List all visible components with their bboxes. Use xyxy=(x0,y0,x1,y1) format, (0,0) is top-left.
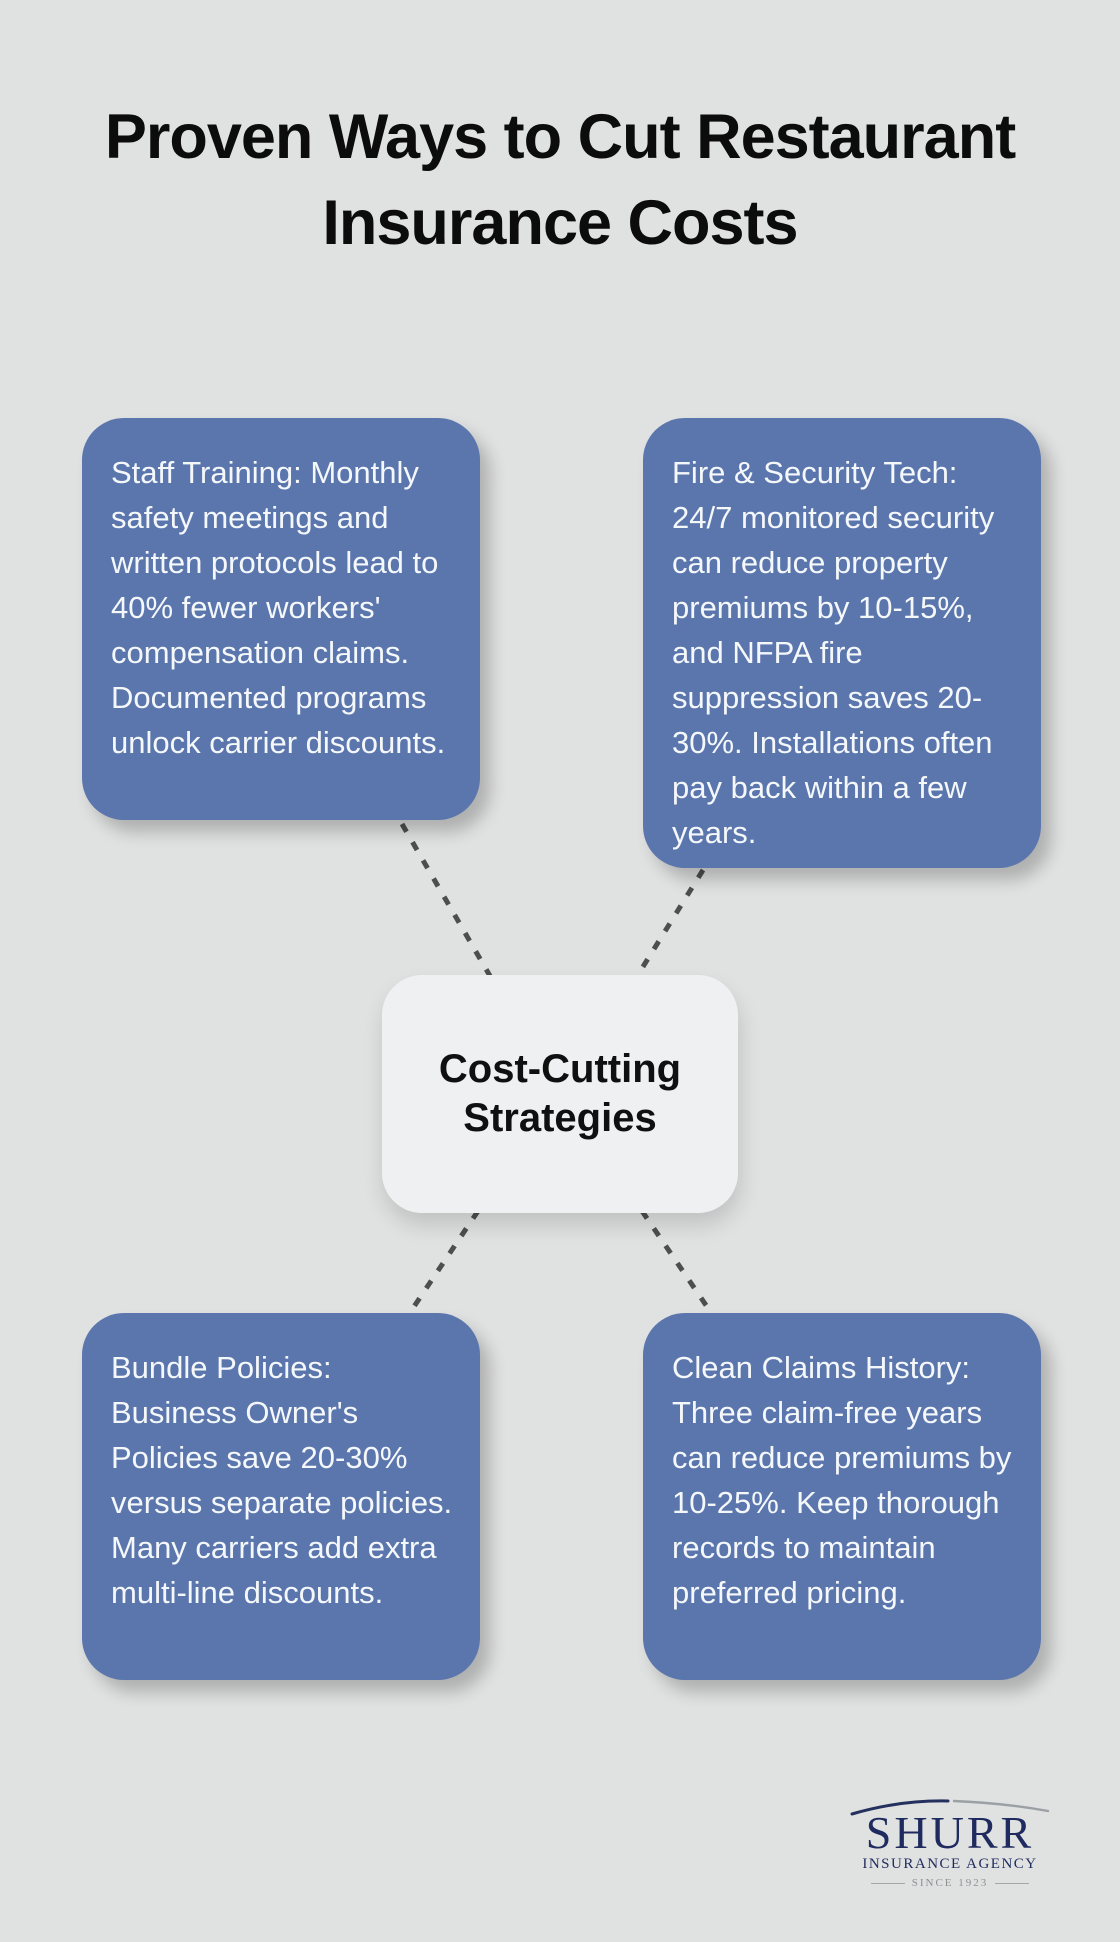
logo-tagline: SINCE 1923 xyxy=(848,1877,1052,1889)
tagline-text: SINCE 1923 xyxy=(911,1877,989,1889)
node-clean-claims-history-text: Clean Claims History: Three claim-free y… xyxy=(672,1350,1012,1610)
tagline-rule-right-icon xyxy=(995,1882,1030,1884)
node-bundle-policies-text: Bundle Policies: Business Owner's Polici… xyxy=(111,1350,453,1610)
node-fire-security-tech: Fire & Security Tech: 24/7 monitored sec… xyxy=(643,418,1041,868)
tagline-rule-left-icon xyxy=(870,1882,905,1884)
center-node-label: Cost-Cutting Strategies xyxy=(438,1047,682,1140)
center-node: Cost-Cutting Strategies xyxy=(382,975,738,1213)
node-staff-training: Staff Training: Monthly safety meetings … xyxy=(82,418,480,820)
logo-swoosh-icon xyxy=(850,1799,1050,1816)
page-title: Proven Ways to Cut Restaurant Insurance … xyxy=(104,102,1016,258)
shurr-logo: SHURR INSURANCE AGENCY SINCE 1923 xyxy=(848,1797,1052,1889)
connector-top-left xyxy=(399,822,493,978)
connector-top-right xyxy=(633,868,706,980)
connector-bottom-left xyxy=(406,1209,481,1316)
node-fire-security-tech-text: Fire & Security Tech: 24/7 monitored sec… xyxy=(672,455,995,850)
logo-name: SHURR xyxy=(865,1807,1035,1858)
logo-subtitle: INSURANCE AGENCY xyxy=(862,1856,1038,1872)
connector-bottom-right xyxy=(639,1209,715,1316)
node-staff-training-text: Staff Training: Monthly safety meetings … xyxy=(111,455,446,760)
node-clean-claims-history: Clean Claims History: Three claim-free y… xyxy=(643,1313,1041,1680)
node-bundle-policies: Bundle Policies: Business Owner's Polici… xyxy=(82,1313,480,1680)
